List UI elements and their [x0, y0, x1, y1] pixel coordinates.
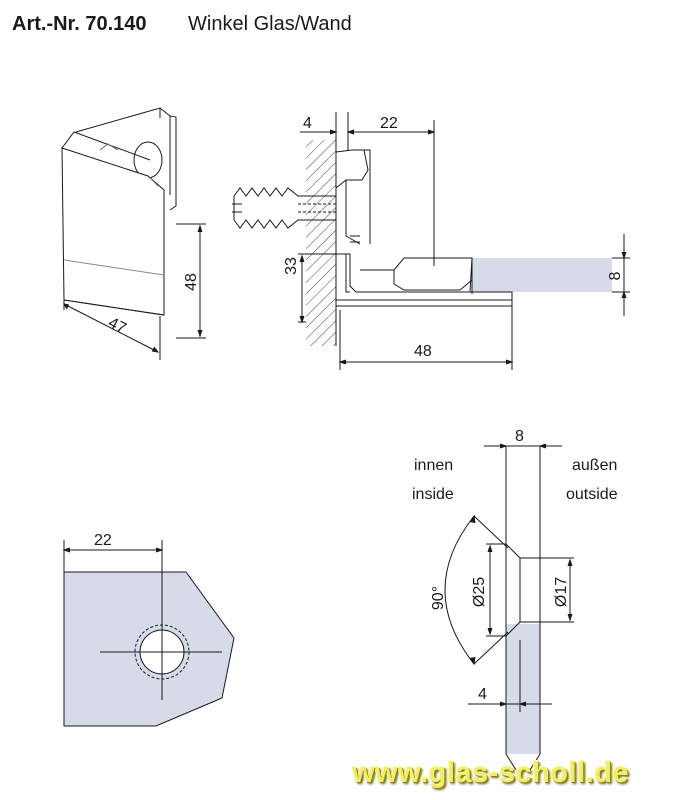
dim-detail-angle: 90° [430, 586, 447, 610]
dim-detail-offset: 4 [478, 686, 487, 703]
dim-plan-width: 22 [94, 532, 112, 549]
dim-side-width: 22 [380, 115, 398, 132]
dim-glass-thickness: 8 [607, 271, 624, 280]
bracket-back-edge [75, 107, 171, 195]
dim-perspective-depth: 47 [105, 314, 129, 337]
dim-detail-glass: 8 [515, 428, 524, 445]
glass-pane [472, 258, 612, 292]
dim-wall-thickness: 4 [303, 115, 312, 132]
countersink [486, 543, 521, 637]
label-outer-en: outside [566, 486, 618, 503]
label-inner-en: inside [412, 486, 454, 503]
dim-detail-inner-diameter: Ø17 [553, 577, 570, 607]
detail-glass [506, 624, 540, 754]
dim-side-length: 48 [414, 343, 432, 360]
label-outer-de: außen [572, 457, 617, 474]
dim-side-height: 33 [283, 257, 300, 275]
drawing-title: Winkel Glas/Wand [188, 13, 352, 35]
website-url: www.glas-scholl.de [352, 757, 630, 789]
wall-hatch [306, 140, 336, 346]
dim-perspective-height: 48 [183, 273, 200, 291]
front-plate [61, 147, 165, 316]
dim-detail-outer-diameter: Ø25 [471, 577, 488, 607]
wall-anchor [233, 187, 336, 197]
article-number: Art.-Nr. 70.140 [12, 13, 147, 35]
label-inner-de: innen [414, 457, 453, 474]
